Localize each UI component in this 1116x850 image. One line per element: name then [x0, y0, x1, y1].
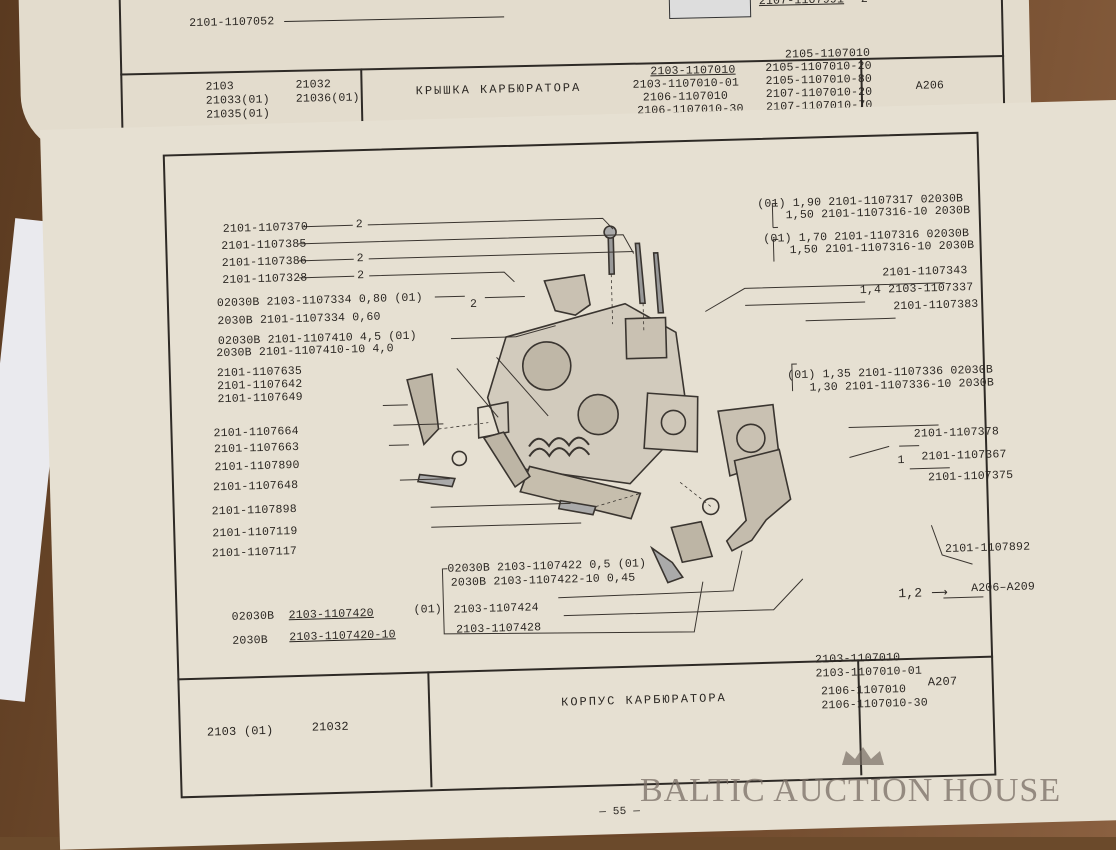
model-code: 21032 — [295, 78, 332, 92]
part-number-label: 2103-1107420 — [288, 606, 375, 623]
crown-icon — [842, 747, 884, 765]
part-number-label: 2101-1107119 — [212, 524, 298, 541]
quantity: 2 — [861, 0, 868, 6]
engine-variant: 2030В — [232, 633, 269, 648]
part-number-label: 2101-1107383 — [893, 297, 979, 314]
part-number-label: 2101-1107375 — [927, 468, 1014, 485]
page-reference: А206 — [915, 79, 945, 93]
part-number-label: 2101-1107328 — [222, 271, 308, 287]
model-code: 21035(01) — [206, 107, 271, 122]
part-number-label: 2101-1107663 — [213, 440, 300, 457]
model-code: 2103 — [205, 80, 235, 94]
part-number-label: 2103-1107428 — [455, 621, 542, 637]
part-number-label: 2101-1107367 — [921, 448, 1007, 464]
part-number-label: 2103-1107424 — [453, 601, 539, 617]
page-number: — 55 — — [599, 805, 641, 819]
quantity: 1 — [897, 453, 905, 468]
part-number-label: 2101-1107664 — [213, 424, 299, 441]
part-number-label: 2101-1107343 — [882, 264, 968, 280]
model-code: 2103 (01) — [206, 723, 274, 740]
quantity: 2 — [355, 218, 364, 232]
catalog-page: 2101-1107370 2 2101-1107385 2101-1107386… — [40, 99, 1116, 850]
carburetor-exploded-diagram — [406, 225, 792, 584]
part-number-label: 2101-1107648 — [212, 478, 299, 495]
arrow-right-icon: ⟶ — [931, 586, 949, 601]
watermark: BALTIC AUCTION HOUSE — [640, 772, 1062, 809]
part-number: 2101-1107052 — [189, 15, 275, 31]
cross-reference: 1,2 — [898, 585, 923, 602]
part-number-label: 2101-1107890 — [214, 458, 300, 475]
quantity: 2 — [469, 297, 478, 312]
leader-lines — [298, 202, 984, 635]
part-number-label: 2101-1107386 — [221, 254, 308, 270]
variant-tag: (01) — [413, 602, 443, 617]
part-number: 2103-1107010 — [814, 651, 901, 667]
model-code: 21033(01) — [205, 93, 270, 108]
part-number-label: 2101-1107378 — [913, 425, 1000, 441]
part-number-label: 2101-1107117 — [211, 544, 298, 561]
page-reference: А207 — [927, 674, 958, 690]
engine-variant: 02030В — [231, 609, 275, 624]
cross-reference-target: А206–А209 — [970, 580, 1036, 596]
part-number-label: 2101-1107649 — [217, 390, 303, 407]
part-number-label: 2101-1107385 — [221, 237, 307, 253]
part-number-label: 2101-1107892 — [944, 540, 1031, 556]
model-code: 21032 — [311, 719, 349, 735]
quantity: 2 — [357, 269, 365, 283]
model-code: 21036(01) — [295, 91, 360, 106]
part-number: 2106-1107010 — [820, 683, 907, 699]
part-number-label: 2101-1107370 — [222, 220, 309, 236]
part-thumbnail — [668, 0, 752, 19]
part-number-label: 2101-1107898 — [211, 502, 298, 519]
quantity: 2 — [356, 252, 365, 266]
